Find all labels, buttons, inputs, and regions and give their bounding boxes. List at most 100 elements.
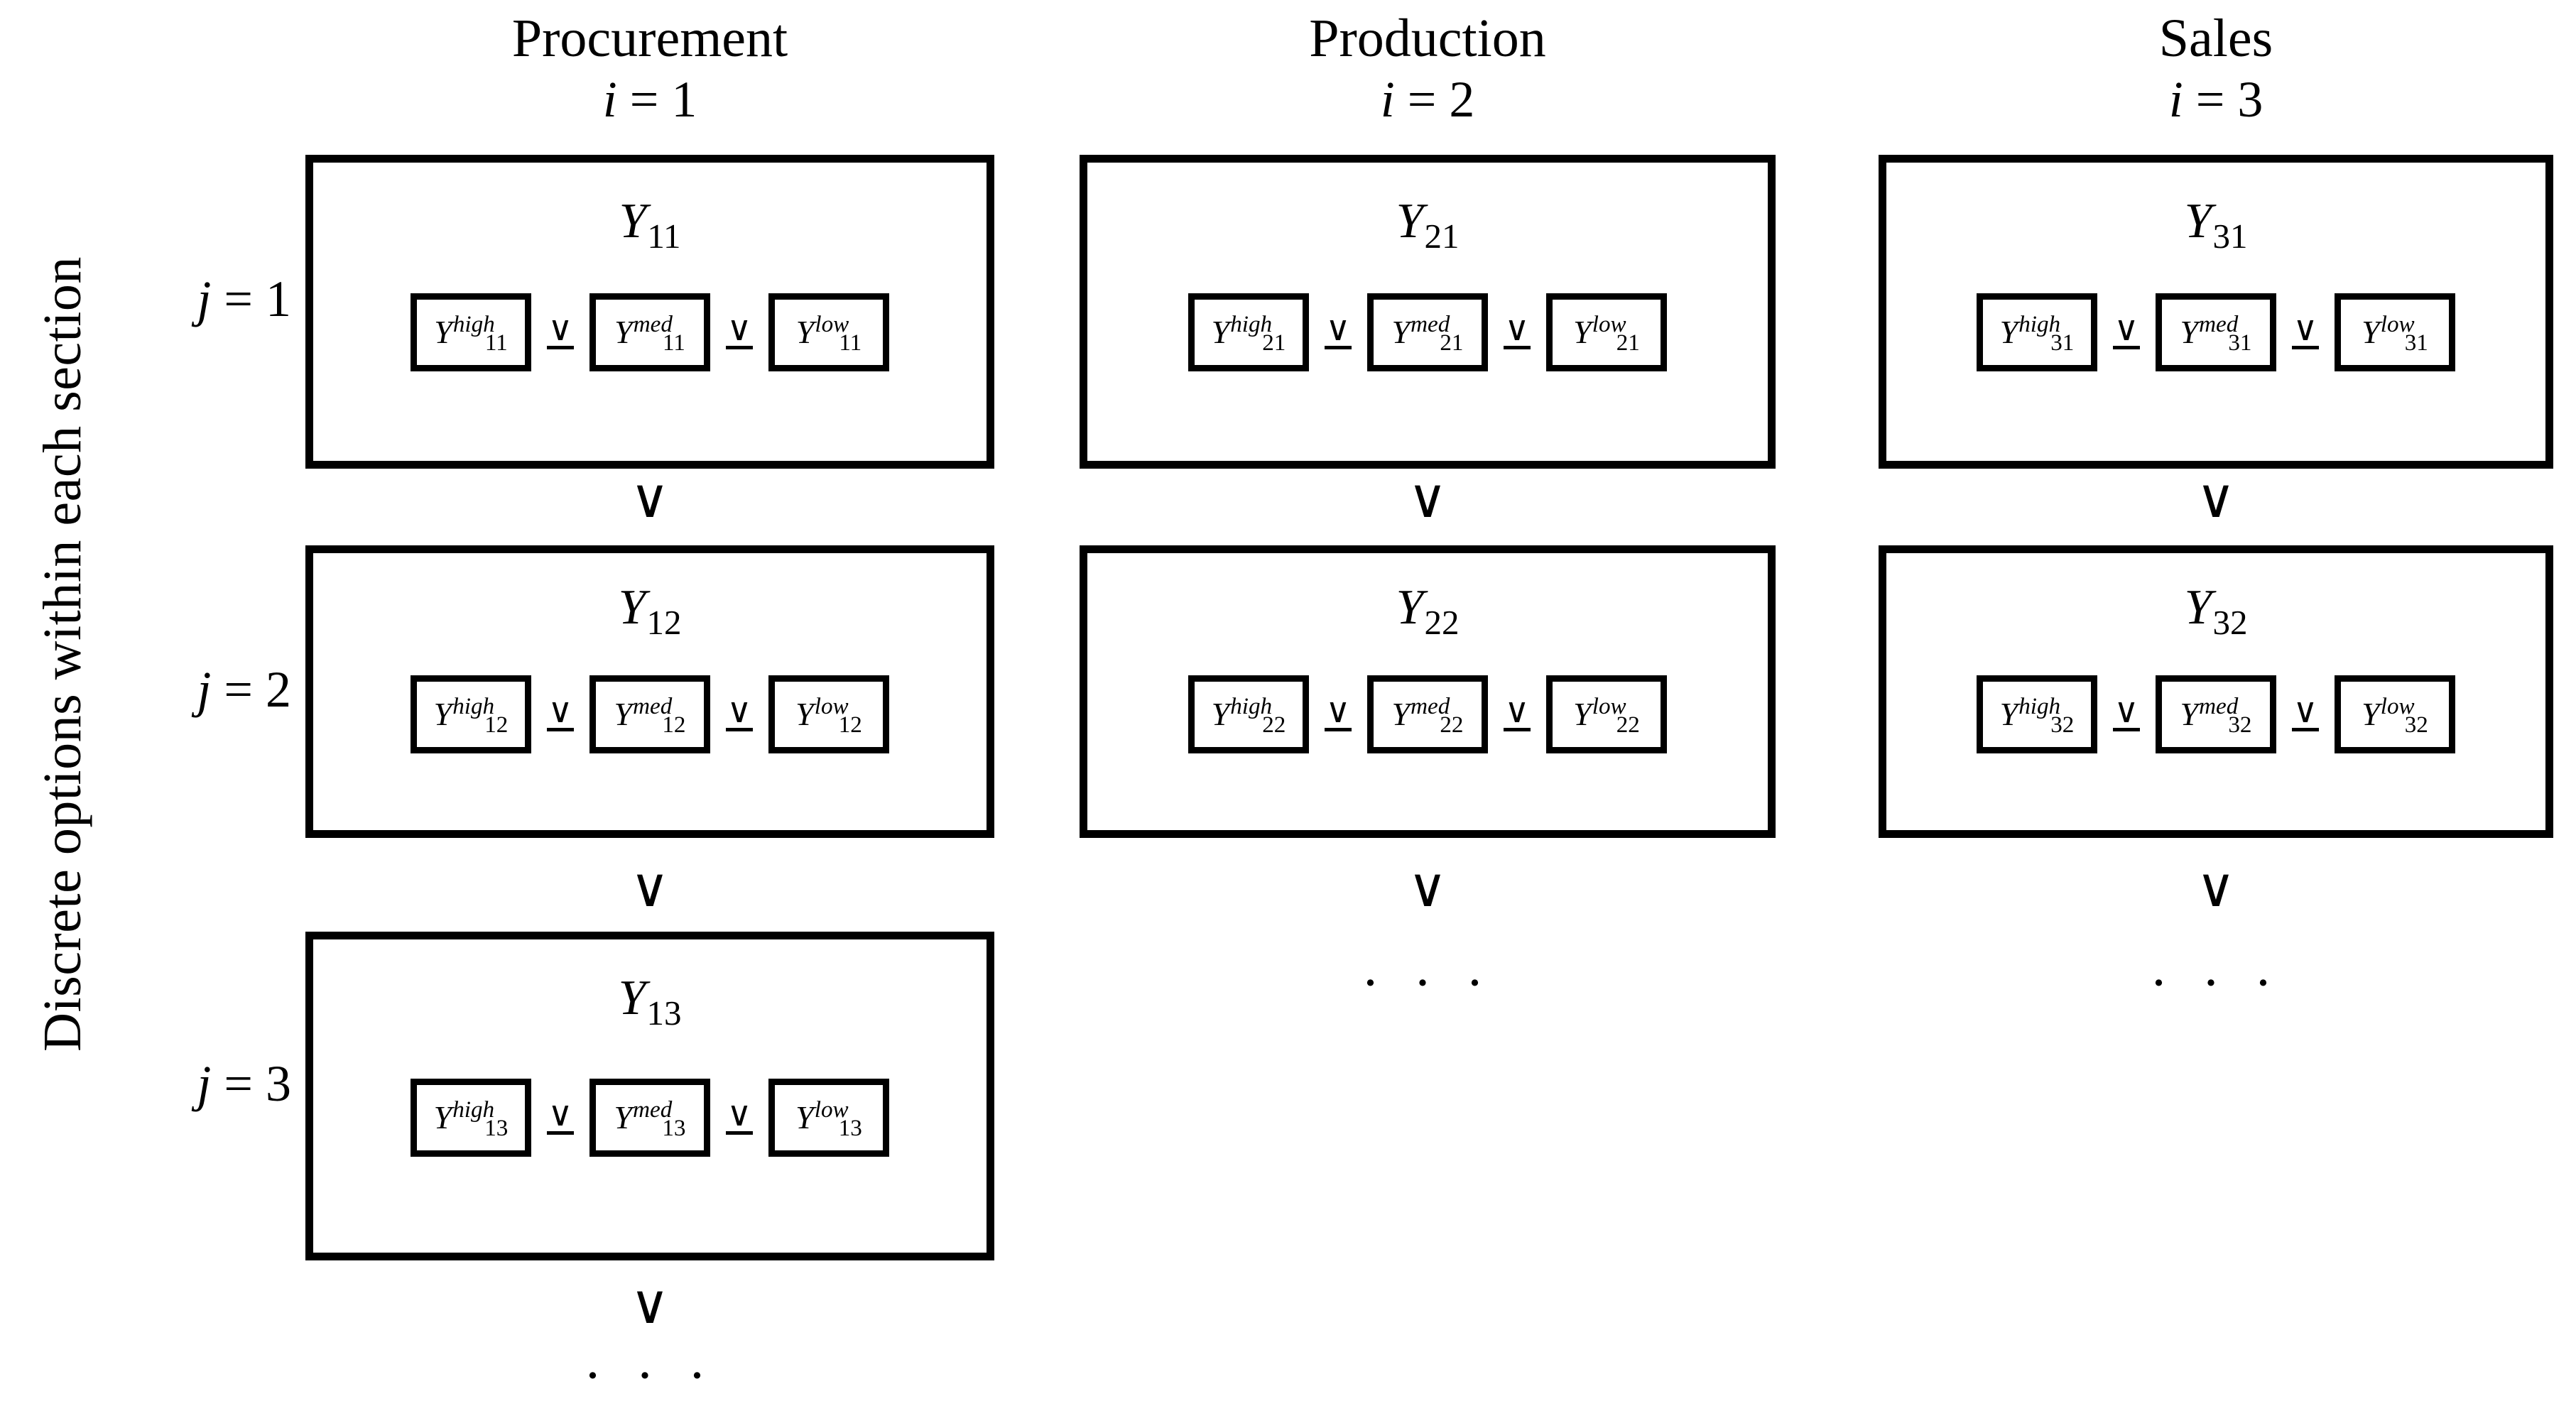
option-box-13-high[interactable]: Υhigh13	[411, 1079, 531, 1157]
row-label-eq: =	[224, 661, 253, 718]
option-label: Υlow13	[795, 1096, 862, 1142]
column-title: Production	[1309, 9, 1546, 68]
option-label: Υhigh31	[1999, 310, 2075, 356]
option-box-12-low[interactable]: Υlow12	[768, 675, 889, 753]
column-index: i = 3	[1879, 74, 2553, 125]
y-axis-label: Discrete options within each section	[33, 256, 92, 1052]
upsilon-subscript: 13	[646, 993, 682, 1032]
option-box-11-low[interactable]: Υlow11	[768, 293, 889, 371]
or-icon-c2-r2r3: ∨	[1408, 859, 1447, 918]
option-box-13-med[interactable]: Υmed13	[589, 1079, 710, 1157]
column-index-var: i	[1380, 71, 1395, 128]
upsilon-subscript: 22	[1424, 603, 1460, 642]
option-box-22-low[interactable]: Υlow22	[1546, 675, 1667, 753]
option-box-12-med[interactable]: Υmed12	[589, 675, 710, 753]
option-box-12-high[interactable]: Υhigh12	[411, 675, 531, 753]
upsilon-subscript: 11	[647, 217, 681, 256]
column-index-var: i	[602, 71, 617, 128]
section-box-21[interactable]: Υ21 Υhigh21 ∨ Υmed21 ∨ Υlow21	[1080, 155, 1776, 469]
upsilon-symbol: Υ	[2184, 580, 2212, 635]
option-box-21-med[interactable]: Υmed21	[1367, 293, 1488, 371]
options-row-21: Υhigh21 ∨ Υmed21 ∨ Υlow21	[1087, 293, 1768, 371]
options-row-11: Υhigh11 ∨ Υmed11 ∨ Υlow11	[313, 293, 987, 371]
column-title: Procurement	[511, 9, 788, 68]
xor-icon: ∨	[547, 312, 574, 350]
section-box-12[interactable]: Υ12 Υhigh12 ∨ Υmed12 ∨ Υlow12	[305, 545, 994, 838]
option-label: Υlow32	[2362, 692, 2428, 739]
column-title: Sales	[2158, 9, 2273, 68]
option-label: Υlow11	[795, 310, 862, 356]
row-label-var: j	[197, 1055, 212, 1112]
xor-icon: ∨	[547, 1097, 574, 1135]
option-label: Υmed21	[1391, 310, 1464, 356]
section-box-22[interactable]: Υ22 Υhigh22 ∨ Υmed22 ∨ Υlow22	[1080, 545, 1776, 838]
option-label: Υhigh12	[433, 692, 509, 739]
option-box-22-high[interactable]: Υhigh22	[1188, 675, 1309, 753]
options-row-13: Υhigh13 ∨ Υmed13 ∨ Υlow13	[313, 1079, 987, 1157]
section-box-13[interactable]: Υ13 Υhigh13 ∨ Υmed13 ∨ Υlow13	[305, 932, 994, 1260]
row-label-value: 1	[266, 271, 291, 327]
column-index: i = 2	[1080, 74, 1776, 125]
option-box-31-low[interactable]: Υlow31	[2335, 293, 2455, 371]
section-title-31: Υ31	[1886, 194, 2545, 254]
column-index-eq: =	[1407, 71, 1437, 128]
upsilon-subscript: 32	[2212, 603, 2248, 642]
option-label: Υmed12	[614, 692, 686, 739]
section-box-11[interactable]: Υ11 Υhigh11 ∨ Υmed11 ∨ Υlow11	[305, 155, 994, 469]
option-box-32-high[interactable]: Υhigh32	[1977, 675, 2097, 753]
option-label: Υmed22	[1391, 692, 1464, 739]
upsilon-symbol: Υ	[1396, 580, 1424, 635]
option-label: Υlow12	[795, 692, 862, 739]
option-label: Υlow21	[1573, 310, 1640, 356]
row-label-var: j	[197, 661, 212, 718]
option-label: Υmed32	[2180, 692, 2252, 739]
option-label: Υmed11	[614, 310, 685, 356]
option-box-32-med[interactable]: Υmed32	[2156, 675, 2276, 753]
option-box-21-low[interactable]: Υlow21	[1546, 293, 1667, 371]
row-label-j2: j = 2	[128, 660, 291, 719]
options-row-32: Υhigh32 ∨ Υmed32 ∨ Υlow32	[1886, 675, 2545, 753]
xor-icon: ∨	[547, 694, 574, 732]
section-title-22: Υ22	[1087, 580, 1768, 641]
options-row-22: Υhigh22 ∨ Υmed22 ∨ Υlow22	[1087, 675, 1768, 753]
xor-icon: ∨	[2113, 312, 2140, 350]
option-box-22-med[interactable]: Υmed22	[1367, 675, 1488, 753]
column-header-procurement: Procurement i = 1	[305, 11, 994, 125]
or-icon-c2-r1r2: ∨	[1408, 469, 1447, 529]
option-box-21-high[interactable]: Υhigh21	[1188, 293, 1309, 371]
row-label-var: j	[197, 271, 212, 327]
column-index-value: 3	[2237, 71, 2263, 128]
or-icon-c3-r1r2: ∨	[2196, 469, 2236, 529]
column-index-var: i	[2168, 71, 2183, 128]
column-index-eq: =	[2195, 71, 2225, 128]
option-label: Υlow22	[1573, 692, 1640, 739]
option-box-31-med[interactable]: Υmed31	[2156, 293, 2276, 371]
xor-icon: ∨	[1325, 694, 1352, 732]
upsilon-symbol: Υ	[1396, 194, 1424, 249]
option-label: Υhigh32	[1999, 692, 2075, 739]
xor-icon: ∨	[2292, 312, 2319, 350]
row-label-j3: j = 3	[128, 1054, 291, 1113]
option-box-11-med[interactable]: Υmed11	[589, 293, 710, 371]
xor-icon: ∨	[1504, 312, 1531, 350]
column-header-production: Production i = 2	[1080, 11, 1776, 125]
option-box-11-high[interactable]: Υhigh11	[411, 293, 531, 371]
or-icon-c1-r3r4: ∨	[630, 1275, 670, 1335]
column-index-value: 2	[1449, 71, 1475, 128]
section-title-21: Υ21	[1087, 194, 1768, 254]
option-box-32-low[interactable]: Υlow32	[2335, 675, 2455, 753]
column-header-sales: Sales i = 3	[1879, 11, 2553, 125]
xor-icon: ∨	[2292, 694, 2319, 732]
section-title-13: Υ13	[313, 974, 987, 1031]
upsilon-symbol: Υ	[2184, 194, 2212, 249]
section-box-31[interactable]: Υ31 Υhigh31 ∨ Υmed31 ∨ Υlow31	[1879, 155, 2553, 469]
xor-icon: ∨	[1504, 694, 1531, 732]
upsilon-subscript: 31	[2212, 217, 2248, 256]
option-box-13-low[interactable]: Υlow13	[768, 1079, 889, 1157]
section-title-11: Υ11	[313, 197, 987, 254]
options-row-12: Υhigh12 ∨ Υmed12 ∨ Υlow12	[313, 675, 987, 753]
section-box-32[interactable]: Υ32 Υhigh32 ∨ Υmed32 ∨ Υlow32	[1879, 545, 2553, 838]
option-box-31-high[interactable]: Υhigh31	[1977, 293, 2097, 371]
xor-icon: ∨	[2113, 694, 2140, 732]
